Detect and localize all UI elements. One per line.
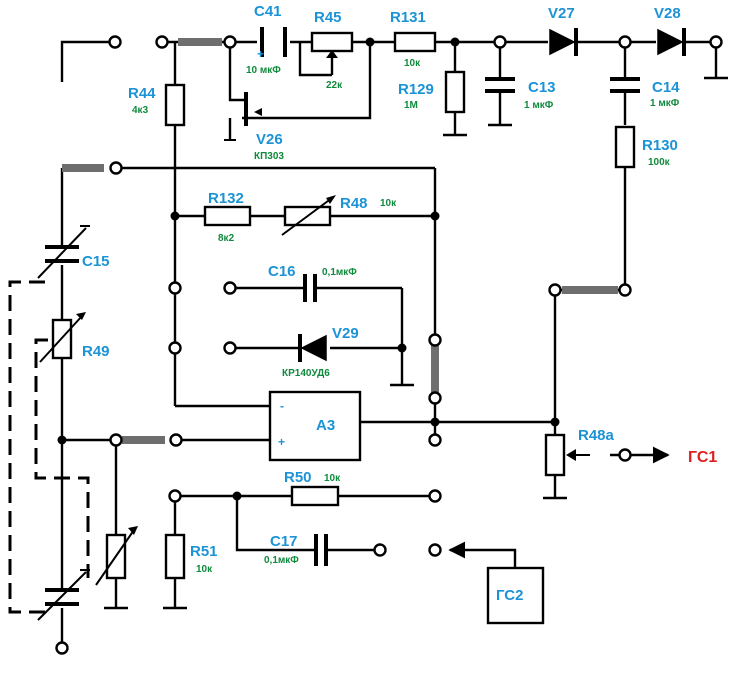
- label-c15: C15: [82, 253, 110, 270]
- value-c16: 0,1мкФ: [322, 267, 357, 278]
- opamp-a3: [268, 390, 362, 462]
- label-c17: C17: [270, 533, 298, 550]
- value-r130: 100к: [648, 157, 671, 168]
- resistor-variable-lower: [95, 526, 138, 586]
- label-r50: R50: [284, 469, 312, 486]
- value-r132: 8к2: [218, 233, 235, 244]
- label-c41: C41: [254, 3, 282, 20]
- resistor-r132: [203, 205, 252, 227]
- label-v29: V29: [332, 325, 359, 342]
- value-r48: 10к: [380, 198, 397, 209]
- label-r48: R48: [340, 195, 368, 212]
- capacitor-c13: [485, 77, 515, 93]
- value-c41: 10 мкФ: [246, 65, 281, 76]
- label-r131: R131: [390, 9, 426, 26]
- label-r129: R129: [398, 81, 434, 98]
- gang-links: [8, 280, 90, 614]
- capacitor-c14: [610, 77, 640, 93]
- label-v26: V26: [256, 131, 283, 148]
- terminals: [55, 35, 723, 655]
- value-r131: 10к: [404, 58, 421, 69]
- resistor-r44: [164, 83, 186, 127]
- label-c16: C16: [268, 263, 296, 280]
- capacitor-variable-lower: [37, 569, 90, 621]
- capacitor-c15: [37, 225, 90, 279]
- diode-v27: [549, 28, 578, 56]
- label-r51: R51: [190, 543, 218, 560]
- label-v28: V28: [654, 5, 681, 22]
- resistor-r45: [310, 31, 354, 68]
- resistor-r48a: [544, 433, 590, 477]
- capacitor-c16: [303, 274, 317, 302]
- label-v27: V27: [548, 5, 575, 22]
- label-c14: C14: [652, 79, 680, 96]
- resistor-r131: [393, 31, 437, 53]
- label-c13: C13: [528, 79, 556, 96]
- label-r132: R132: [208, 190, 244, 207]
- diode-v29: [298, 334, 327, 362]
- label-r130: R130: [642, 137, 678, 154]
- label-gs1: ГС1: [688, 449, 717, 466]
- generator-gs2-block: [486, 566, 545, 625]
- value-v29: КР140УД6: [282, 368, 330, 379]
- transistor-v26: [224, 92, 262, 141]
- value-c17: 0,1мкФ: [264, 555, 299, 566]
- label-a3: A3: [316, 417, 335, 434]
- label-r44: R44: [128, 85, 156, 102]
- value-r51: 10к: [196, 564, 213, 575]
- capacitor-c17: [314, 534, 328, 566]
- resistor-r48: [281, 195, 336, 236]
- value-r50: 10к: [324, 473, 341, 484]
- resistor-r51: [164, 533, 186, 580]
- labels: C41 + 10 мкФ R45 22к R131 10к V27 V28 R4…: [82, 3, 717, 604]
- label-a3-minus: -: [280, 399, 284, 413]
- resistor-r49: [39, 312, 86, 363]
- diode-v28: [657, 28, 686, 56]
- value-v26: КП303: [254, 151, 284, 162]
- resistor-r130: [614, 125, 636, 169]
- label-a3-plus: +: [278, 435, 285, 449]
- wiring: [60, 40, 728, 648]
- label-c41-polarity: +: [257, 47, 264, 61]
- resistor-r129: [444, 70, 466, 114]
- value-r45: 22к: [326, 80, 343, 91]
- label-r45: R45: [314, 9, 342, 26]
- label-gs2: ГС2: [496, 587, 523, 604]
- value-r44: 4к3: [132, 105, 149, 116]
- capacitor-c41: [260, 27, 287, 57]
- value-r129: 1М: [404, 100, 418, 111]
- label-r48a: R48а: [578, 427, 615, 444]
- label-r49: R49: [82, 343, 110, 360]
- value-c13: 1 мкФ: [524, 100, 554, 111]
- value-c14: 1 мкФ: [650, 98, 680, 109]
- junction-dots: [57, 37, 560, 501]
- jumper-bars: [62, 38, 618, 444]
- resistor-r50: [290, 485, 340, 507]
